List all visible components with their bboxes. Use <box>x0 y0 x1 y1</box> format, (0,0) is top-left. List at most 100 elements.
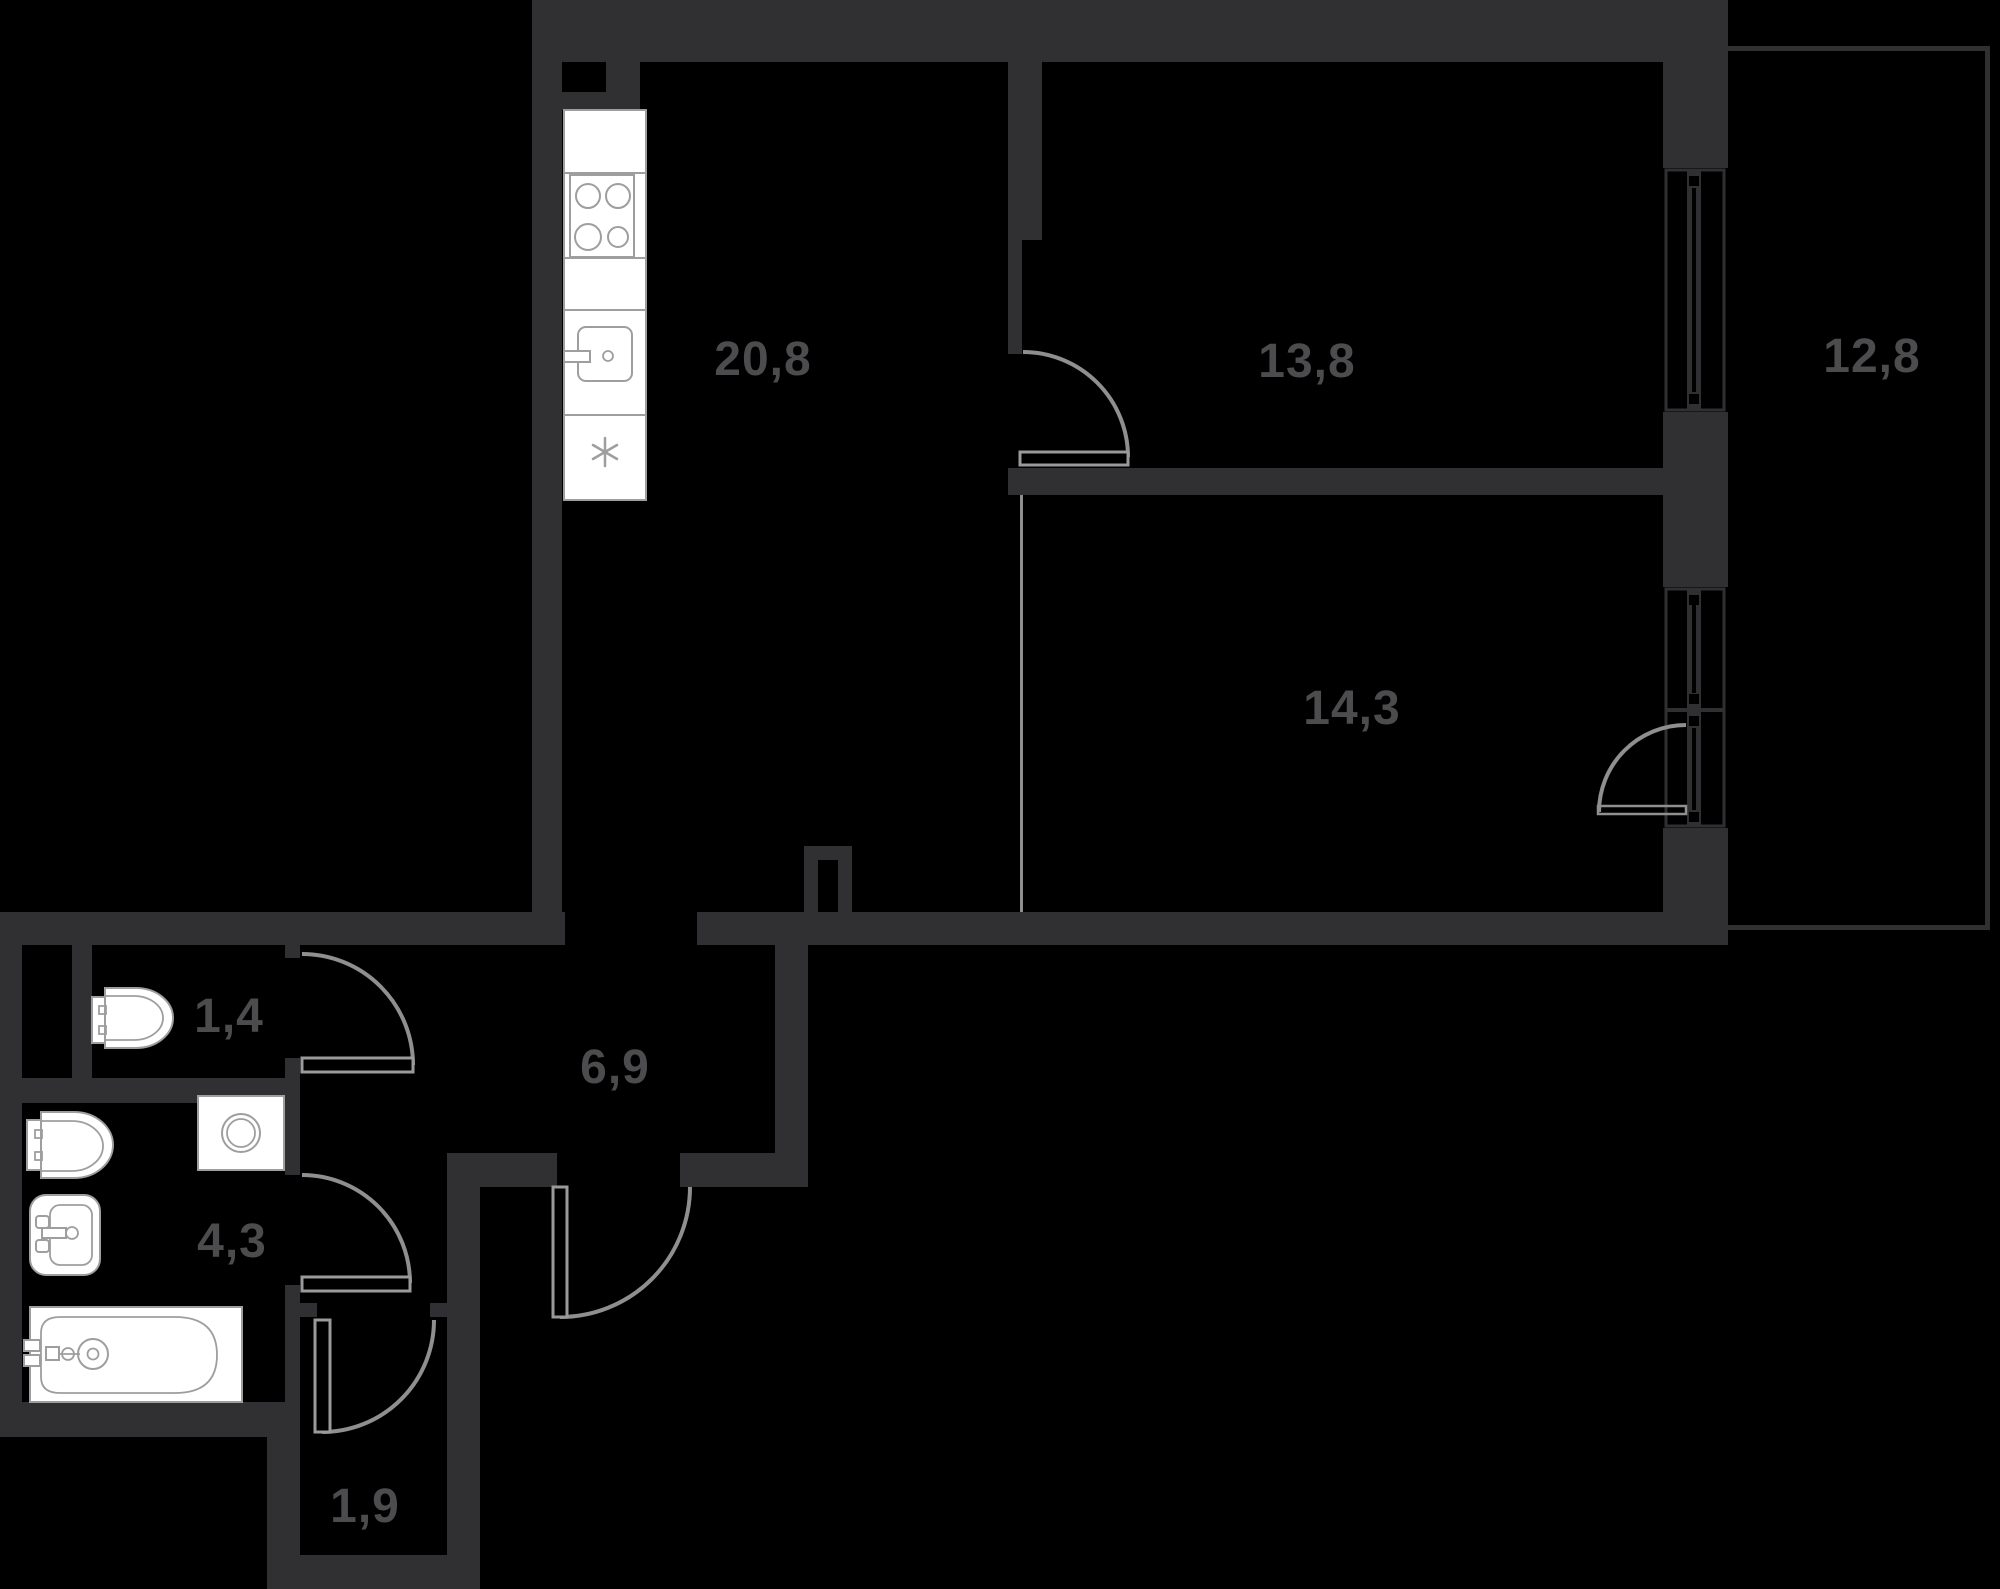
wall-partition-low <box>1008 240 1022 354</box>
burner <box>575 183 601 209</box>
bathtub-drain-inner <box>86 1347 100 1361</box>
room-labels: 20,8 13,8 12,8 14,3 6,9 1,4 4,3 1,9 <box>194 330 1920 1533</box>
sink-drain <box>602 350 614 362</box>
toilet-tank <box>26 1119 42 1171</box>
bathtub-tap <box>23 1339 41 1352</box>
washer-body <box>197 1095 285 1171</box>
loggia-wall-bottom <box>1728 925 1990 930</box>
sink-tap <box>35 1215 50 1229</box>
snowflake-icon <box>591 436 619 468</box>
balcony-door <box>1596 723 1688 816</box>
room-label-bedroom: 13,8 <box>1258 335 1355 388</box>
burner <box>574 223 602 251</box>
stove-icon <box>569 174 635 258</box>
bathroom-door-leaf <box>300 1275 412 1293</box>
wc-door-arc <box>301 952 415 1066</box>
bathtub-rim <box>40 1316 218 1394</box>
toilet-bowl-inner <box>105 995 164 1041</box>
wall-left <box>532 0 562 945</box>
zone-boundary-line <box>1020 495 1023 912</box>
toilet-hinge <box>98 1025 107 1035</box>
sink-faucet <box>563 350 591 363</box>
room-label-bathroom: 4,3 <box>197 1215 267 1268</box>
toilet-hinge <box>98 1005 107 1015</box>
window-pad <box>1689 812 1699 822</box>
window-sash <box>1687 589 1701 826</box>
window-pad <box>1689 595 1699 605</box>
wall-storage-right <box>447 1183 480 1589</box>
storage-door-arc <box>321 1319 436 1434</box>
storage-door-leaf <box>313 1318 332 1434</box>
bathroom-door <box>300 1173 412 1293</box>
wc-door <box>300 952 415 1074</box>
bedroom-door <box>1018 350 1130 467</box>
bedroom-window <box>1664 168 1726 412</box>
loggia-wall-top <box>1728 46 1990 51</box>
toilet-icon <box>91 987 174 1049</box>
wall-bath-bottom <box>0 1402 285 1437</box>
window-pad <box>1689 176 1699 186</box>
bedroom-door-arc <box>1022 350 1130 458</box>
wall-partition-top <box>1008 62 1042 240</box>
bathtub-icon <box>23 1306 243 1403</box>
wall-wet-mid <box>285 1058 300 1175</box>
wall-right-col-2 <box>1663 412 1728 587</box>
sink-faucet <box>41 1227 67 1239</box>
entrance-door <box>551 1185 692 1319</box>
wall-left-exterior <box>0 912 22 1437</box>
loggia-wall-right <box>1985 46 1990 930</box>
storage-door <box>313 1318 436 1434</box>
window-pad <box>1689 694 1699 704</box>
kitchen-counter <box>563 109 647 501</box>
washing-machine-icon <box>197 1095 285 1171</box>
bathtub-drain <box>77 1338 109 1370</box>
window-pad <box>1689 716 1699 726</box>
toilet-hinge <box>34 1151 43 1161</box>
bathtub-mixer <box>45 1346 60 1361</box>
entrance-door-arc <box>559 1186 692 1319</box>
bedroom-door-leaf <box>1018 450 1130 467</box>
room-label-room: 14,3 <box>1303 682 1400 735</box>
window-glazing-line <box>1692 728 1696 810</box>
stove-outline <box>569 174 635 258</box>
wall-storage-door-stub-right <box>430 1303 447 1317</box>
wc-door-leaf <box>300 1056 415 1074</box>
entrance-door-leaf <box>551 1185 569 1319</box>
wall-niche-strip <box>72 945 92 1078</box>
washer-drum-inner <box>226 1118 256 1148</box>
kitchen-sink-icon <box>563 326 633 382</box>
room-label-storage: 1,9 <box>330 1480 400 1533</box>
wall-hall-right <box>775 943 808 1187</box>
room-label-hallway: 6,9 <box>580 1041 650 1094</box>
toilet-hinge <box>34 1129 43 1139</box>
wall-hall-bottom-left <box>447 1153 557 1187</box>
balcony-door-arc <box>1597 723 1687 813</box>
wall-band-left <box>0 912 565 945</box>
balcony-door-leaf <box>1596 804 1688 816</box>
wall-bedroom-bottom <box>1008 468 1663 495</box>
toilet-bowl-inner <box>41 1120 104 1172</box>
wall-wet-stub <box>285 945 300 958</box>
burner <box>605 183 631 209</box>
room-window-balcony-unit <box>1664 587 1726 828</box>
bathtub-tap <box>23 1354 41 1367</box>
wall-storage-door-stub-left <box>300 1303 317 1317</box>
toilet-icon <box>26 1111 114 1179</box>
window-pad <box>1689 394 1699 404</box>
bathroom-door-arc <box>301 1173 412 1284</box>
wall-right-col-1 <box>1663 0 1728 168</box>
wall-storage-bottom <box>267 1555 480 1589</box>
burner <box>607 226 629 248</box>
room-label-kitchen-living: 20,8 <box>714 333 811 386</box>
window-glazing-line <box>1692 188 1696 392</box>
washer-drum <box>221 1113 261 1153</box>
toilet-tank <box>91 996 106 1044</box>
pillar-hole <box>818 860 838 912</box>
bathroom-sink-icon <box>29 1194 101 1276</box>
window-glazing-line <box>1692 605 1696 693</box>
wall-top <box>532 0 1728 62</box>
sink-drain <box>65 1226 79 1240</box>
